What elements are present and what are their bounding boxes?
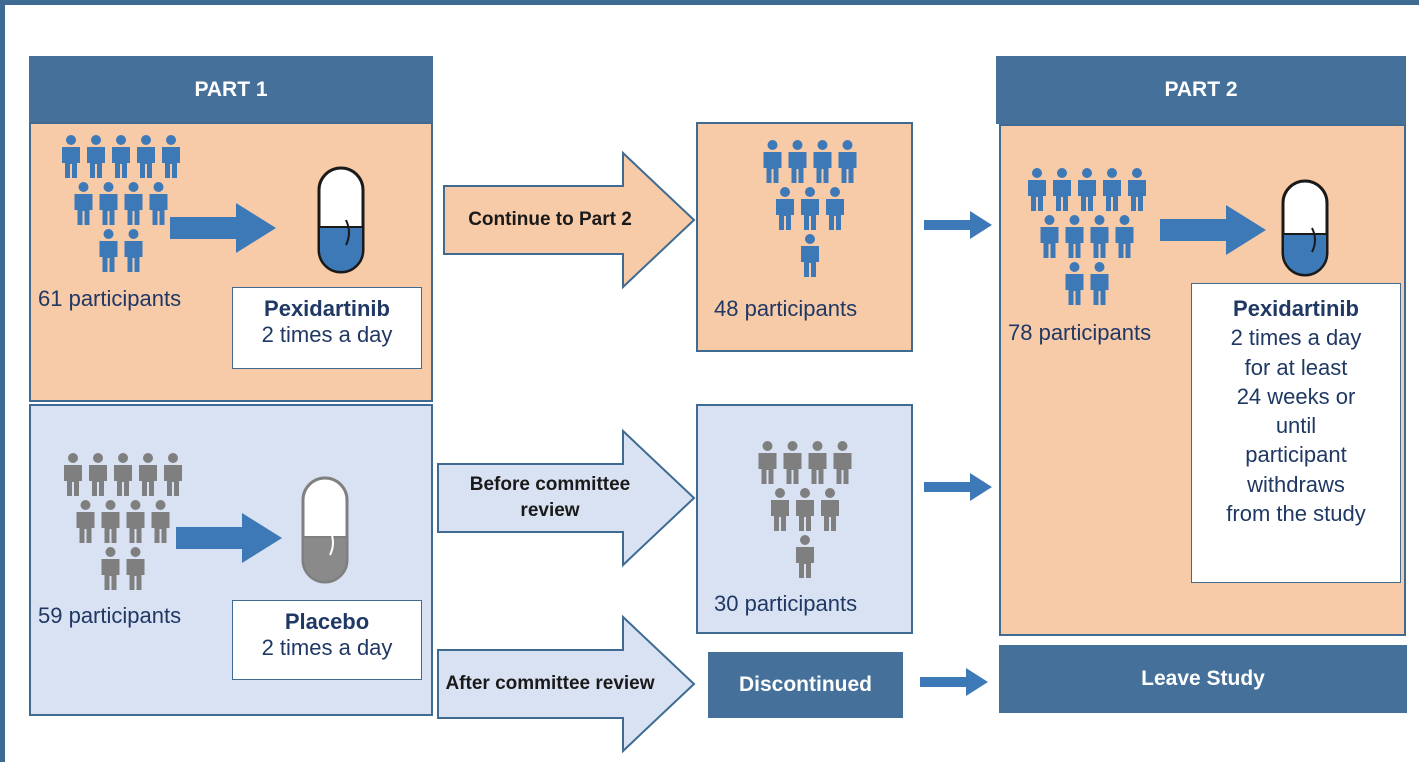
before-review-label: Before committee review [469, 474, 631, 521]
person-icon [796, 488, 814, 531]
person-icon [101, 500, 120, 543]
participant-group-icon [758, 441, 852, 578]
capsule-icon [317, 166, 365, 274]
person-icon [124, 182, 143, 225]
placebo-drug-name: Placebo [284, 609, 370, 634]
person-icon [164, 453, 182, 496]
continue-arrow-label: Continue to Part 2 [468, 209, 632, 231]
person-icon [783, 441, 802, 484]
placebo-continue-count-label: 30 participants [714, 591, 858, 616]
person-icon [112, 135, 130, 178]
person-icon [1128, 168, 1146, 211]
part2-drug-box: Pexidartinib 2 times a day for at least 24… [1191, 283, 1401, 583]
person-icon [139, 453, 157, 496]
person-icon [126, 500, 145, 543]
person-icon [76, 500, 95, 543]
person-icon [1078, 168, 1096, 211]
part2-dose-line: participant [1245, 442, 1347, 468]
person-icon [89, 453, 107, 496]
placebo-continue-panel [696, 404, 913, 634]
person-icon [763, 140, 782, 183]
person-icon [796, 535, 814, 578]
participant-group-icon [763, 140, 857, 277]
arrow-icon [1160, 205, 1266, 255]
participant-group-icon [62, 135, 180, 272]
part1-header: PART 1 [29, 56, 433, 124]
person-icon [64, 453, 82, 496]
continue-count-label: 48 participants [714, 296, 858, 321]
treatment-drug-name: Pexidartinib [264, 296, 390, 321]
person-icon [124, 229, 143, 272]
continue-arrow [443, 150, 696, 290]
person-icon [126, 547, 145, 590]
treatment-count-label: 61 participants [38, 286, 182, 311]
capsule-icon [301, 476, 349, 584]
arrow-icon [920, 668, 988, 696]
part2-drug-name: Pexidartinib [1233, 296, 1359, 321]
person-icon [808, 441, 827, 484]
person-icon [801, 234, 819, 277]
person-icon [758, 441, 777, 484]
person-icon [776, 187, 794, 230]
arrow-icon [176, 513, 282, 563]
part2-dose-line: until [1275, 413, 1317, 438]
arrow-icon [170, 203, 276, 253]
person-icon [833, 441, 852, 484]
person-icon [1115, 215, 1134, 258]
placebo-dose: 2 times a day [261, 635, 393, 660]
person-icon [1040, 215, 1059, 258]
part2-dose-line: 2 times a day [1230, 325, 1362, 351]
placebo-count-label: 59 participants [38, 603, 182, 628]
person-icon [162, 135, 180, 178]
person-icon [101, 547, 120, 590]
after-review-label: After committee review [445, 673, 655, 695]
arrow-icon [924, 473, 992, 501]
person-icon [1028, 168, 1046, 211]
part2-dose-line: from the study [1226, 500, 1366, 526]
person-icon [137, 135, 155, 178]
person-icon [99, 182, 118, 225]
placebo-drug-box: Placebo 2 times a day [232, 600, 422, 680]
part2-header: PART 2 [996, 56, 1406, 124]
person-icon [826, 187, 844, 230]
person-icon [1065, 215, 1084, 258]
person-icon [788, 140, 807, 183]
treatment-drug-box: Pexidartinib 2 times a day [232, 287, 422, 369]
person-icon [1090, 262, 1109, 305]
person-icon [1053, 168, 1071, 211]
person-icon [821, 488, 839, 531]
before-review-arrow [437, 428, 696, 568]
person-icon [1090, 215, 1109, 258]
capsule-icon [1281, 179, 1329, 277]
after-review-arrow [437, 614, 696, 754]
person-icon [99, 229, 118, 272]
person-icon [149, 182, 168, 225]
discontinued-box: Discontinued [708, 652, 903, 718]
person-icon [151, 500, 170, 543]
part2-dose-line: withdraws [1247, 471, 1345, 497]
person-icon [771, 488, 789, 531]
person-icon [1065, 262, 1084, 305]
leave-study-box: Leave Study [999, 645, 1407, 713]
person-icon [1103, 168, 1121, 211]
part2-dose-line: for at least [1244, 354, 1348, 380]
part2-count-label: 78 participants [1008, 320, 1152, 345]
person-icon [813, 140, 832, 183]
person-icon [74, 182, 93, 225]
part2-dose-line: 24 weeks or [1236, 383, 1356, 409]
participant-group-icon [64, 453, 182, 590]
person-icon [62, 135, 80, 178]
arrow-icon [924, 211, 992, 239]
participant-group-icon [1028, 168, 1146, 305]
person-icon [838, 140, 857, 183]
person-icon [801, 187, 819, 230]
treatment-dose: 2 times a day [261, 322, 393, 347]
person-icon [114, 453, 132, 496]
person-icon [87, 135, 105, 178]
